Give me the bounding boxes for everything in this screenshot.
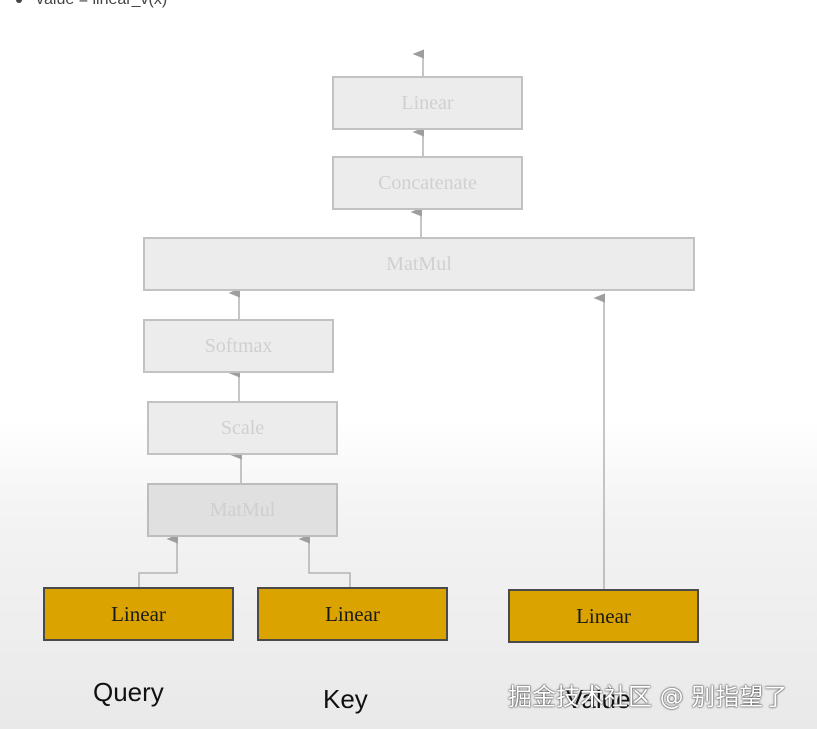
- watermark-text: 掘金技术社区 @ 别指望了: [508, 683, 788, 711]
- query-label: Query: [93, 677, 164, 707]
- matmul-top-box: MatMul: [143, 237, 695, 291]
- linear-query-box: Linear: [43, 587, 234, 641]
- top-code-line: value = linear_v(x): [16, 0, 167, 11]
- top-code-text: value = linear_v(x): [36, 0, 167, 8]
- bullet-icon: [16, 0, 22, 3]
- arrow-key-matmul: [298, 534, 351, 588]
- key-label: Key: [323, 684, 368, 714]
- linear-key-box: Linear: [257, 587, 448, 641]
- scale-box: Scale: [147, 401, 338, 455]
- softmax-box: Softmax: [143, 319, 334, 373]
- concatenate-box: Concatenate: [332, 156, 523, 210]
- matmul-bottom-box: MatMul: [147, 483, 338, 537]
- arrow-query-matmul: [138, 534, 179, 588]
- linear-value-box: Linear: [508, 589, 699, 643]
- linear-output-box: Linear: [332, 76, 523, 130]
- value-label: Value: [566, 684, 631, 714]
